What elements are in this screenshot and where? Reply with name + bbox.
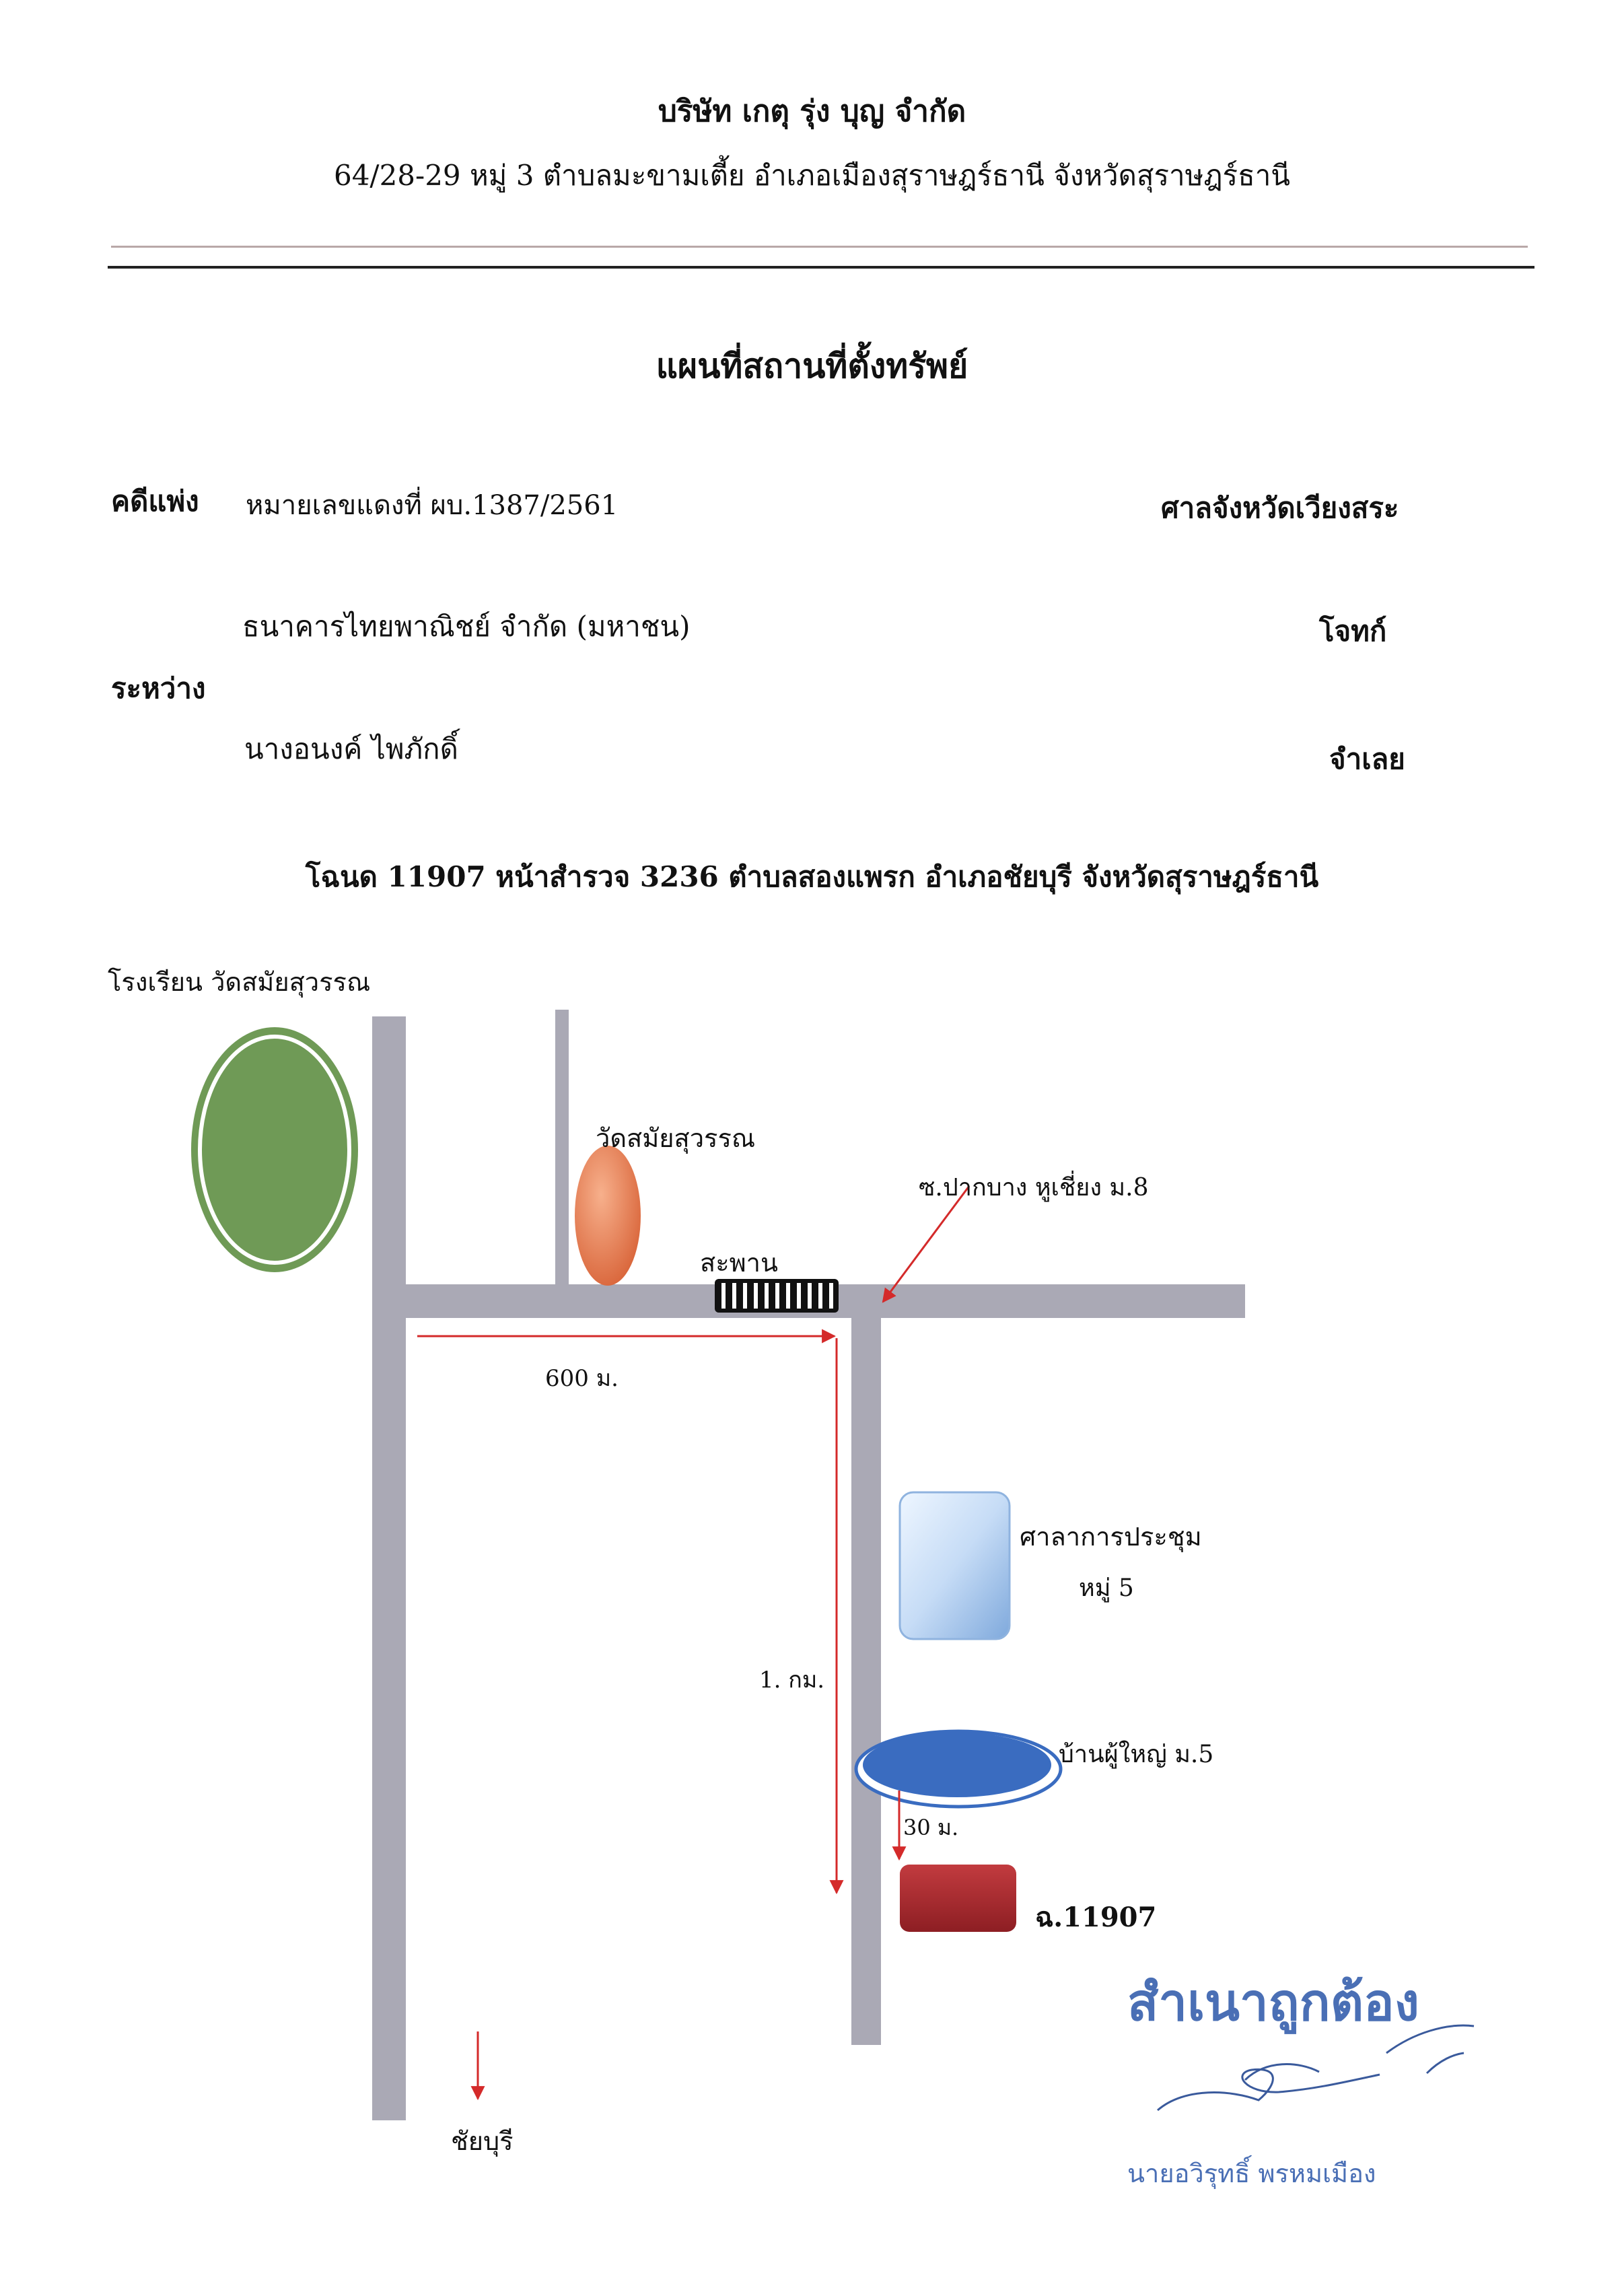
temple-marker	[575, 1146, 641, 1286]
arrow-soi	[882, 1185, 970, 1303]
headman-house-label: บ้านผู้ใหญ่ ม.5	[1059, 1741, 1214, 1768]
school-marker-ring	[198, 1035, 351, 1265]
deed-info: โฉนด 11907 หน้าสำรวจ 3236 ตำบลสองแพรก อำ…	[305, 860, 1319, 893]
between-label: ระหว่าง	[111, 672, 206, 705]
bridge-stripes	[721, 1283, 833, 1309]
plot-marker	[900, 1865, 1016, 1932]
distance-600m: 600 ม.	[545, 1365, 619, 1392]
plot-label: ฉ.11907	[1035, 1902, 1157, 1933]
school-label: โรงเรียน วัดสมัยสุวรรณ	[108, 967, 371, 997]
meeting-hall-village: หมู่ 5	[1079, 1574, 1134, 1602]
plaintiff-role: โจทก์	[1319, 615, 1387, 648]
company-name: บริษัท เกตุ รุ่ง บุญ จำกัด	[658, 94, 966, 129]
signer-name: นายอวิรุทธิ์ พรหมเมือง	[1127, 2159, 1376, 2188]
meeting-hall-marker	[898, 1491, 1011, 1640]
school-marker	[191, 1027, 358, 1272]
defendant-role: จำเลย	[1329, 742, 1405, 775]
plaintiff-name: ธนาคารไทยพาณิชย์ จำกัด (มหาชน)	[242, 610, 691, 643]
headman-house-marker	[863, 1733, 1051, 1797]
road-main-vertical	[372, 1016, 406, 2120]
distance-30m: 30 ม.	[903, 1815, 959, 1840]
defendant-name: นางอนงค์ ไพภักดิ์	[244, 732, 458, 765]
signature-mark	[1157, 2024, 1475, 2112]
soi-label: ซ.ปากบาง หูเชี่ยง ม.8	[919, 1174, 1149, 1202]
bridge-label: สะพาน	[700, 1248, 778, 1278]
header-divider-light	[111, 246, 1528, 248]
document-title: แผนที่สถานที่ตั้งทรัพย์	[656, 346, 968, 386]
company-address: 64/28-29 หมู่ 3 ตำบลมะขามเตี้ย อำเภอเมือ…	[333, 159, 1291, 192]
road-temple-lane	[555, 1010, 569, 1289]
road-soi-vertical	[851, 1299, 881, 2045]
header-divider-dark	[108, 266, 1534, 269]
red-case-number: หมายเลขแดงที่ ผบ.1387/2561	[246, 490, 619, 521]
certified-copy-stamp: สำเนาถูกต้อง	[1127, 1972, 1419, 2032]
meeting-hall-label: ศาลาการประชุม	[1020, 1522, 1202, 1552]
temple-label: วัดสมัยสุวรรณ	[596, 1123, 756, 1153]
court-name: ศาลจังหวัดเวียงสระ	[1161, 491, 1399, 524]
distance-1km: 1. กม.	[759, 1667, 825, 1694]
case-type: คดีแพ่ง	[111, 485, 199, 518]
chaiburi-label: ชัยบุรี	[451, 2126, 514, 2156]
